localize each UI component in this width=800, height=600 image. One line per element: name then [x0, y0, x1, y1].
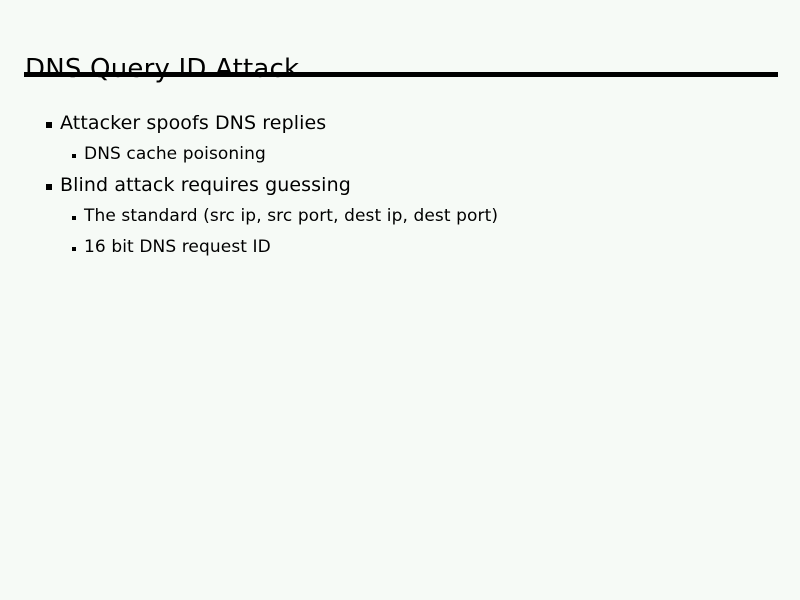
list-item: DNS cache poisoning	[0, 139, 800, 170]
list-item-label: Blind attack requires guessing	[60, 174, 351, 196]
square-bullet-icon	[72, 154, 76, 158]
square-bullet-icon	[72, 247, 76, 251]
list-item: The standard (src ip, src port, dest ip,…	[0, 201, 800, 232]
list-item-label: The standard (src ip, src port, dest ip,…	[84, 206, 499, 226]
square-bullet-icon	[46, 184, 52, 190]
page-title: DNS Query ID Attack	[25, 54, 300, 85]
bullet-list: Attacker spoofs DNS replies DNS cache po…	[0, 108, 800, 263]
list-item: Blind attack requires guessing	[0, 170, 800, 201]
square-bullet-icon	[46, 122, 52, 128]
list-item-label: 16 bit DNS request ID	[84, 237, 271, 257]
list-item-label: DNS cache poisoning	[84, 144, 266, 164]
list-item-label: Attacker spoofs DNS replies	[60, 112, 327, 134]
list-item: 16 bit DNS request ID	[0, 232, 800, 263]
list-item: Attacker spoofs DNS replies	[0, 108, 800, 139]
title-underline-rule	[24, 72, 778, 77]
square-bullet-icon	[72, 216, 76, 220]
